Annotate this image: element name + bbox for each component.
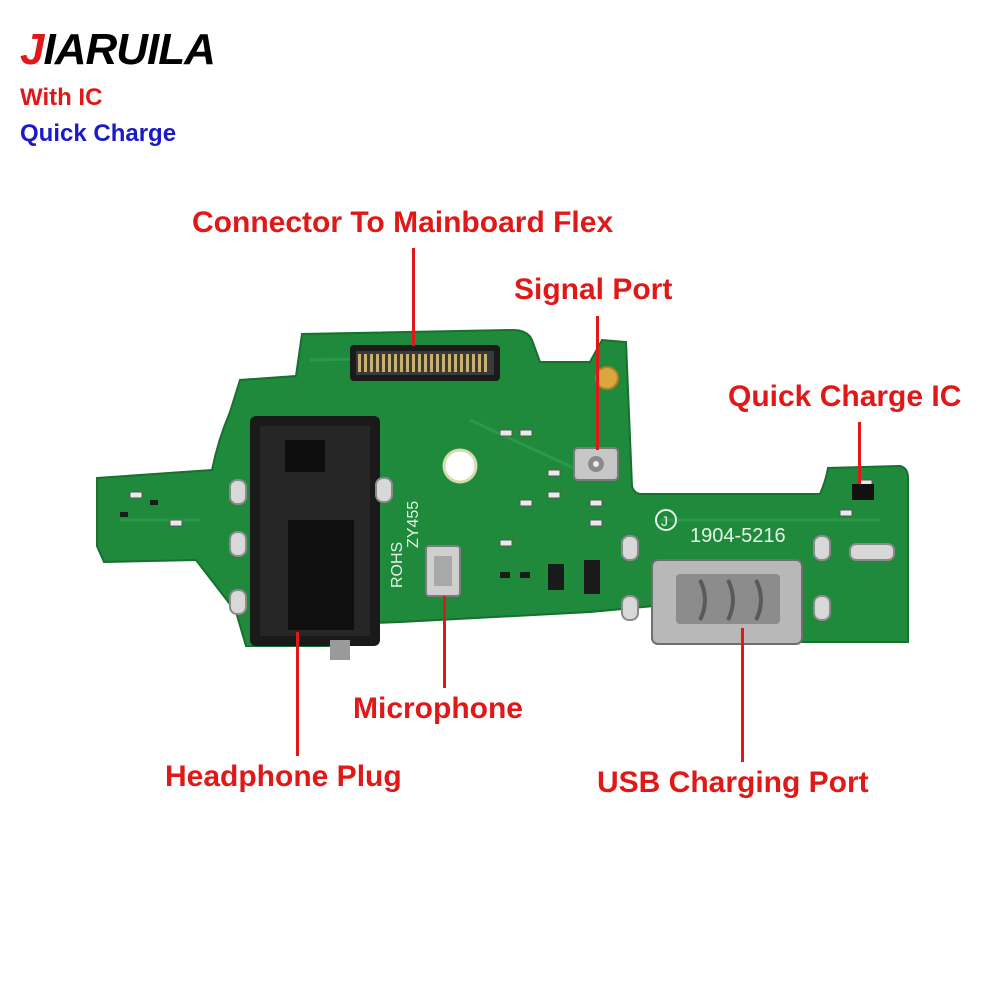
pointer-microphone (443, 596, 446, 688)
board-mark-j: J (661, 513, 668, 529)
pointer-quick-charge-ic (858, 422, 861, 484)
label-microphone: Microphone (353, 692, 523, 725)
pointer-headphone-plug (296, 632, 299, 756)
brand-name-rest: IARUILA (43, 25, 215, 74)
mounting-hole (442, 448, 478, 484)
usb-charging-port (651, 559, 803, 645)
flex-connector (350, 345, 500, 381)
pointer-signal-port (596, 316, 599, 450)
label-signal-port: Signal Port (514, 273, 673, 306)
quick-charge-ic-chip (852, 484, 874, 500)
label-connector: Connector To Mainboard Flex (192, 206, 614, 239)
board-model: ZY455 (405, 501, 422, 548)
signal-port-connector (573, 447, 619, 481)
brand-logo: JIARUILA (20, 25, 216, 74)
subtitle-with-ic: With IC (20, 84, 103, 111)
pointer-usb-port (741, 628, 744, 762)
label-usb-port: USB Charging Port (597, 766, 869, 799)
board-rohs: ROHS (389, 542, 406, 588)
label-headphone-plug: Headphone Plug (165, 760, 402, 793)
label-quick-charge-ic: Quick Charge IC (728, 380, 962, 413)
signal-pad (595, 366, 619, 390)
subtitle-quick-charge: Quick Charge (20, 120, 177, 147)
headphone-jack (250, 416, 380, 660)
board-code: 1904-5216 (690, 525, 786, 547)
microphone-component (425, 545, 461, 597)
brand-first-letter: J (20, 25, 45, 74)
pointer-connector (412, 248, 415, 346)
